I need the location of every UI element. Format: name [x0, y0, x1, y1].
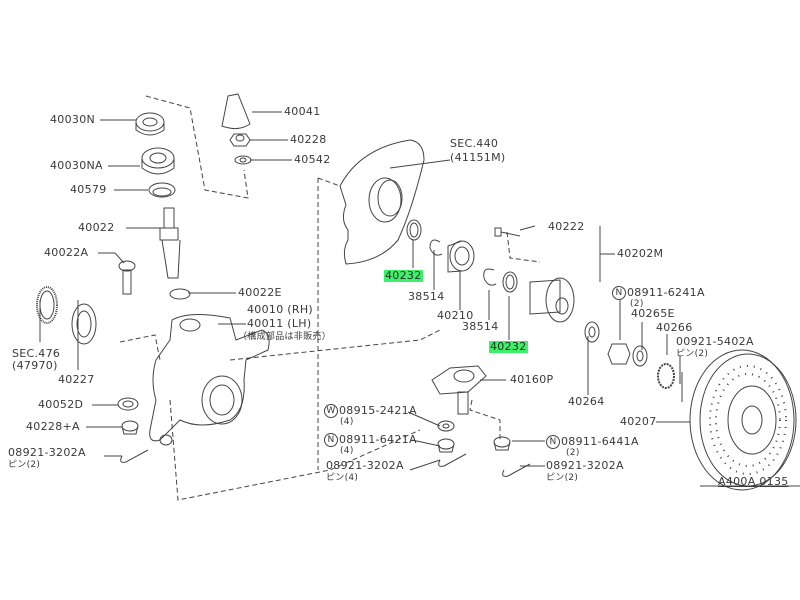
- part-qty-08911-6241a: (2): [630, 299, 644, 309]
- part-label-40202m[interactable]: 40202M: [617, 247, 664, 260]
- seal-40227-shape: [71, 303, 97, 345]
- knuckle-shape: [149, 314, 270, 446]
- diagram-reference-code: A400A 0135: [718, 475, 789, 488]
- part-label-40228a[interactable]: 40228+A: [26, 420, 80, 433]
- assembly-dashed-lines: [119, 95, 541, 501]
- nut-08911-6241a-shape: [607, 343, 631, 365]
- leader-lines: [39, 111, 800, 487]
- bolt-40022a-shape: [118, 260, 136, 295]
- washer-08915-shape: [437, 420, 455, 432]
- rotor-40207-shape: [689, 349, 797, 491]
- part-label-38514[interactable]: 38514: [408, 290, 445, 303]
- bearing-40030na-shape: [141, 147, 175, 175]
- washer-40265e-shape: [632, 345, 648, 367]
- washer-40052d-shape: [117, 397, 139, 411]
- balljoint-40160p-shape: [431, 365, 487, 415]
- hub-40202m-shape: [529, 277, 575, 323]
- pin-left-shape: [120, 449, 149, 463]
- part-qty-08921-left: ピン(2): [8, 460, 41, 470]
- boot-40041-shape: [221, 93, 251, 130]
- part-label-40041[interactable]: 40041: [284, 105, 321, 118]
- hubbolt-40222-shape: [494, 227, 521, 237]
- part-label-sec476-ref: (47970): [12, 359, 58, 372]
- part-qty-08911-6421a: (4): [340, 446, 354, 456]
- part-label-00921-5402a[interactable]: 00921-5402A: [676, 335, 754, 348]
- kingpin-40022-shape: [159, 207, 181, 279]
- nut-40228a-shape: [121, 420, 139, 435]
- seal-40232a-shape: [406, 219, 422, 241]
- nut-symbol-icon: N: [324, 433, 338, 447]
- part-label-40542[interactable]: 40542: [294, 153, 331, 166]
- snapring-38514a-shape: [429, 239, 443, 256]
- note-not-sold-separately: （構成部品は非販売）: [238, 332, 332, 342]
- seal-40232b-shape: [502, 271, 518, 293]
- sec476-ring-shape: [36, 286, 58, 324]
- part-label-40030na[interactable]: 40030NA: [50, 159, 103, 172]
- part-label-40207[interactable]: 40207: [620, 415, 657, 428]
- part-qty-08911-6441a: (2): [566, 448, 580, 458]
- part-label-40022[interactable]: 40022: [78, 221, 115, 234]
- nut-08911-6421a-shape: [437, 438, 455, 453]
- part-label-40030n[interactable]: 40030N: [50, 113, 96, 126]
- part-label-40010-rh[interactable]: 40010 (RH): [247, 303, 313, 316]
- dust-shield-shape: [339, 139, 425, 265]
- oring-40022e-shape: [169, 288, 191, 300]
- part-label-40022e[interactable]: 40022E: [238, 286, 282, 299]
- part-qty-08915-2421a: (4): [340, 417, 354, 427]
- part-label-08921-left[interactable]: 08921-3202A: [8, 446, 86, 459]
- part-label-40232-highlighted-second[interactable]: 40232: [489, 340, 528, 353]
- part-label-40160p[interactable]: 40160P: [510, 373, 554, 386]
- part-label-40266[interactable]: 40266: [656, 321, 693, 334]
- part-label-40227[interactable]: 40227: [58, 373, 95, 386]
- part-label-40579[interactable]: 40579: [70, 183, 107, 196]
- locknut-40266-shape: [657, 363, 675, 389]
- part-label-40232-highlighted[interactable]: 40232: [384, 269, 423, 282]
- part-label-40265e[interactable]: 40265E: [631, 307, 675, 320]
- bearing-40210-shape: [447, 240, 475, 273]
- part-label-40228[interactable]: 40228: [290, 133, 327, 146]
- part-qty-00921-5402a: ピン(2): [676, 349, 709, 359]
- part-number: 08911-6441A: [561, 435, 639, 448]
- part-label-sec440-ref: (41151M): [450, 151, 506, 164]
- pin-right-shape: [502, 463, 531, 477]
- washer-symbol-icon: W: [324, 404, 338, 418]
- bearing-40030n-shape: [135, 112, 165, 136]
- part-label-38514-second[interactable]: 38514: [462, 320, 499, 333]
- part-number: 08911-6421A: [339, 433, 417, 446]
- part-number: 08911-6241A: [627, 286, 705, 299]
- part-label-sec440[interactable]: SEC.440: [450, 137, 499, 150]
- washer-40264-shape: [584, 321, 600, 343]
- part-label-40022a[interactable]: 40022A: [44, 246, 89, 259]
- part-label-08921-mid[interactable]: 08921-3202A: [326, 459, 404, 472]
- snapring-38514b-shape: [483, 268, 497, 286]
- part-qty-08921-right: ピン(2): [546, 473, 579, 483]
- part-label-40011-lh[interactable]: 40011 (LH): [247, 317, 312, 330]
- part-qty-08921-mid: ピン(4): [326, 473, 359, 483]
- part-label-40222[interactable]: 40222: [548, 220, 585, 233]
- nut-08911-6441a-shape: [493, 436, 511, 451]
- part-label-40210[interactable]: 40210: [437, 309, 474, 322]
- washer-40542-shape: [234, 155, 252, 165]
- pin-mid-shape: [438, 453, 467, 467]
- seal-40579-shape: [148, 182, 176, 198]
- part-label-08921-right[interactable]: 08921-3202A: [546, 459, 624, 472]
- part-number: 08915-2421A: [339, 404, 417, 417]
- nut-40228-shape: [229, 133, 251, 147]
- part-label-40264[interactable]: 40264: [568, 395, 605, 408]
- part-label-sec476[interactable]: SEC.476: [12, 347, 61, 360]
- nut-symbol-icon: N: [612, 286, 626, 300]
- nut-symbol-icon: N: [546, 435, 560, 449]
- part-label-40052d[interactable]: 40052D: [38, 398, 84, 411]
